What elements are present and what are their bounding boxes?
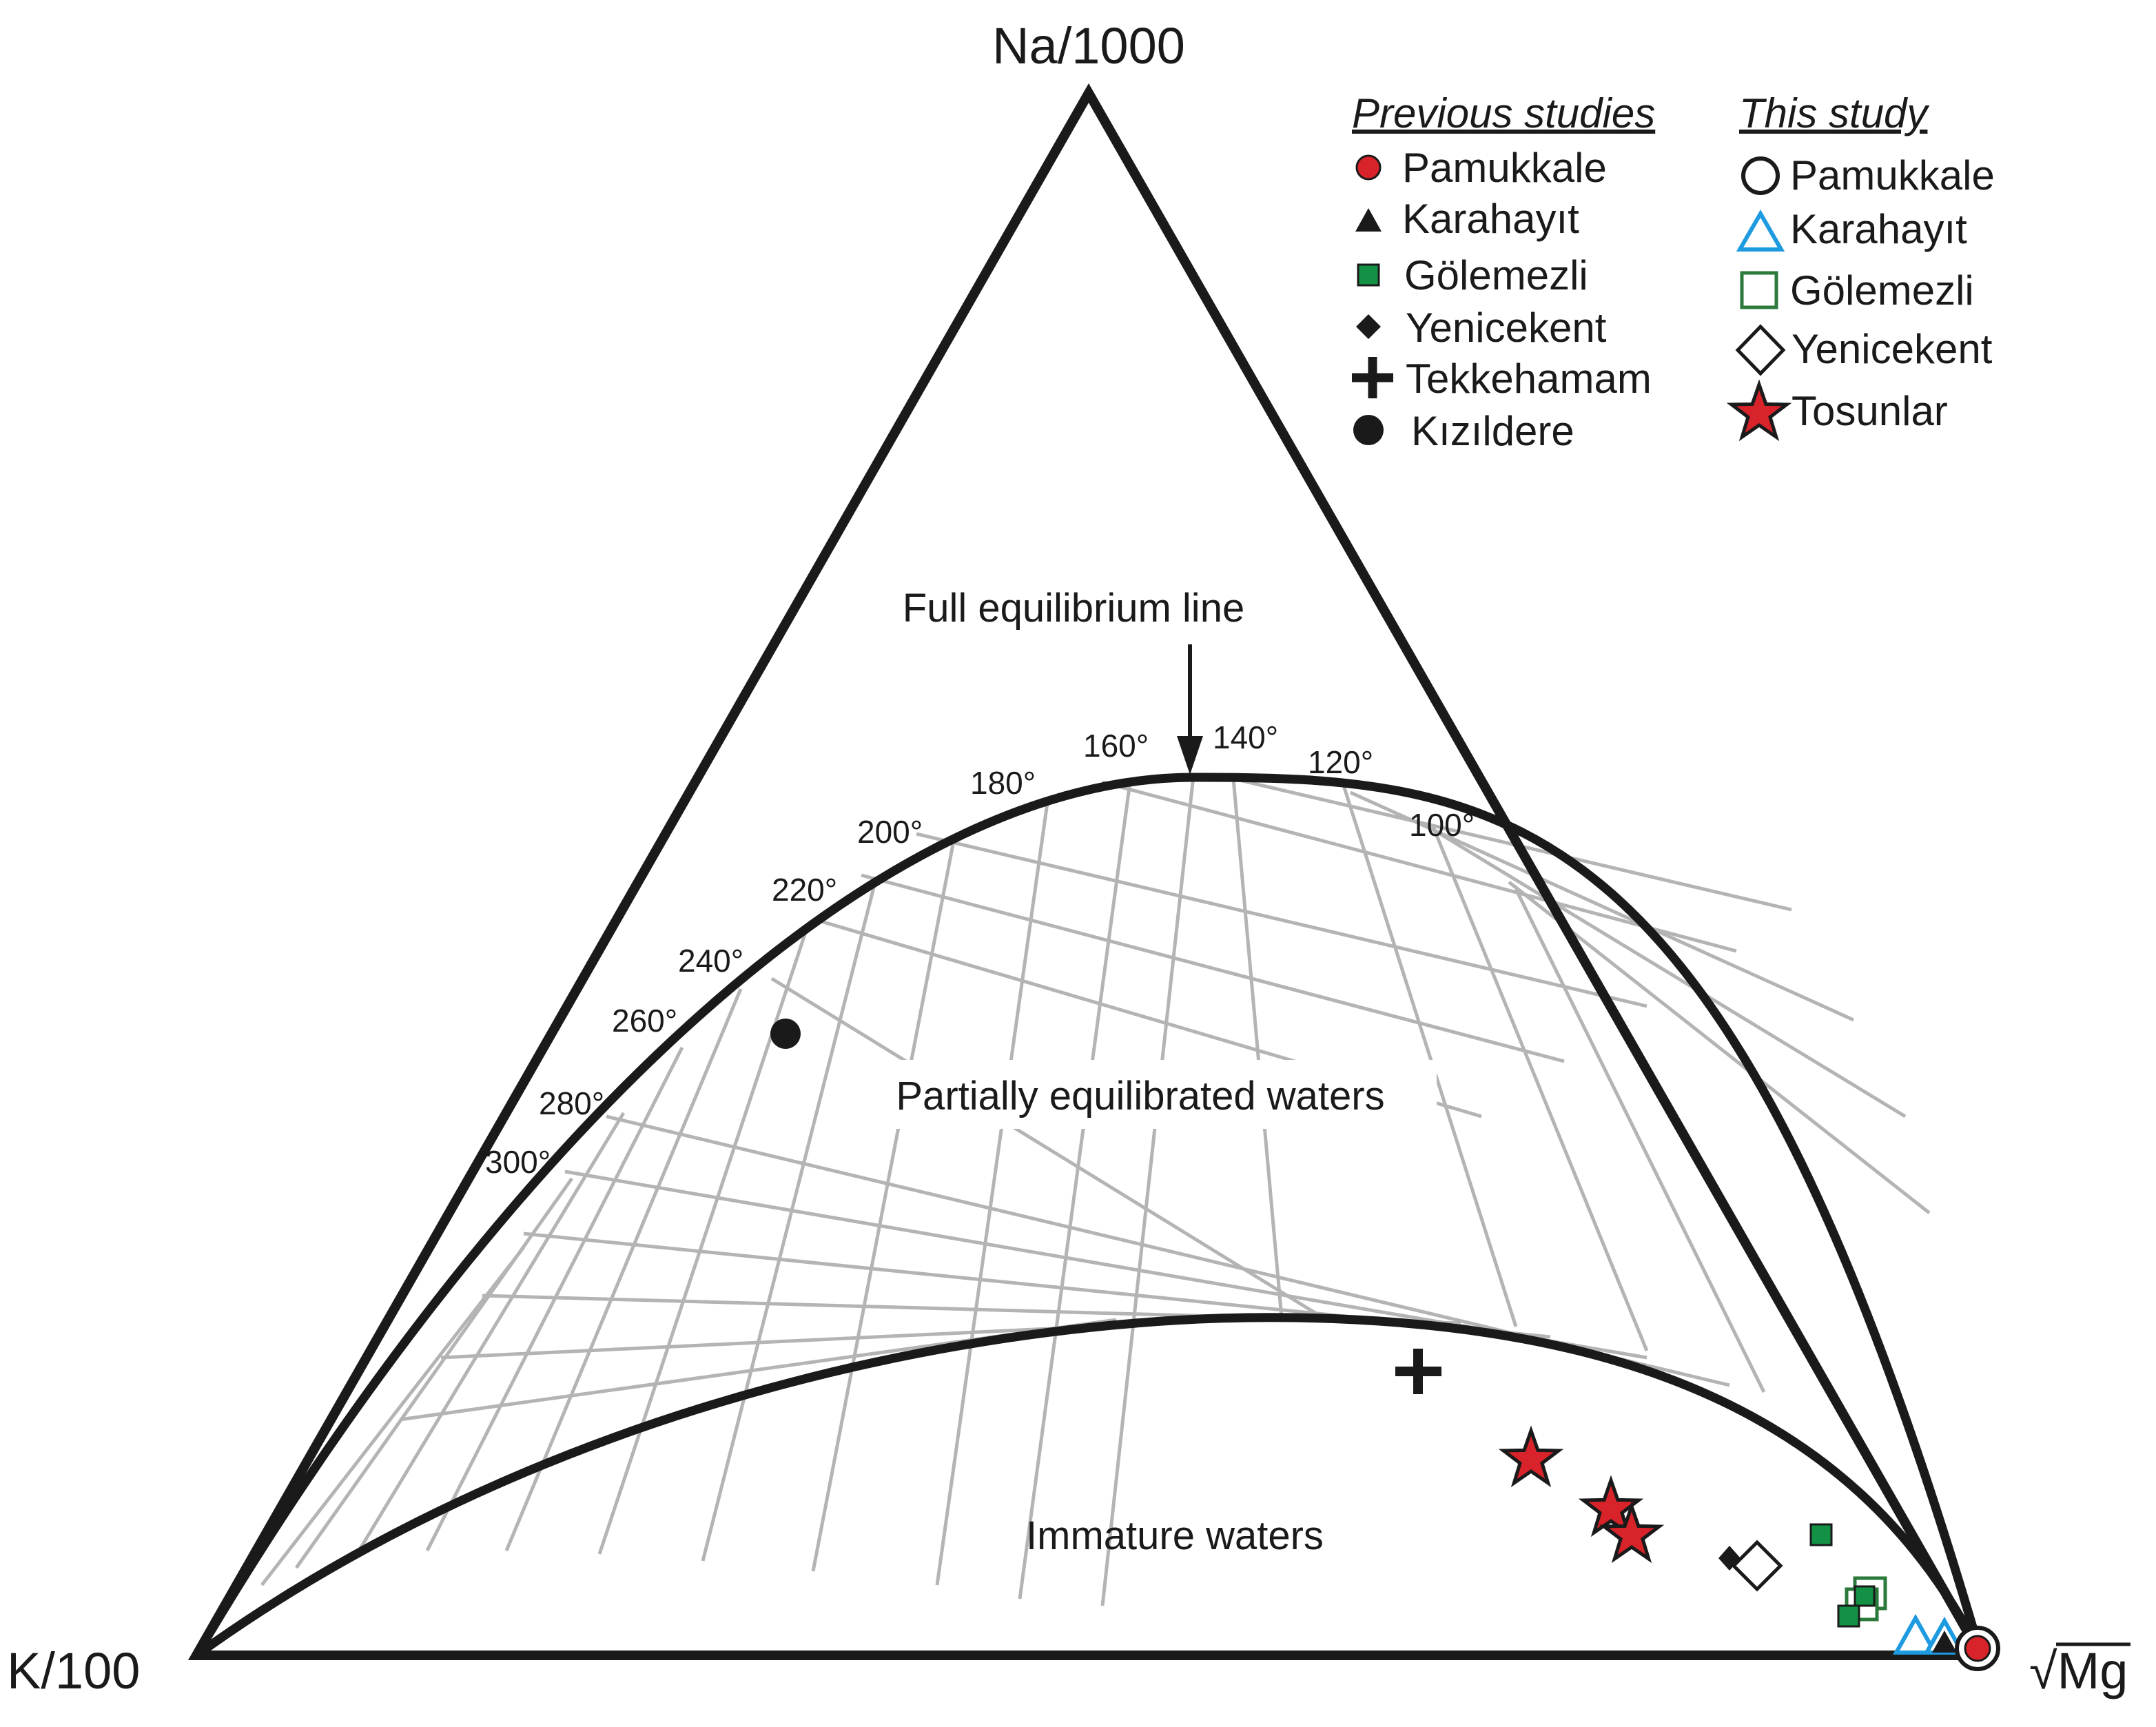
isotherm-grid-line bbox=[504, 988, 743, 1551]
yenicekent-points bbox=[1718, 1540, 1783, 1592]
legend-current-heading: This study bbox=[1739, 90, 1930, 136]
legend-previous-item-label: Kızıldere bbox=[1411, 408, 1574, 454]
temp-120: 120° bbox=[1308, 744, 1373, 780]
karahayit-points bbox=[1892, 1613, 1967, 1655]
isotherm-grid-line bbox=[1100, 775, 1195, 1606]
legend-this-study: This study Pamukkale Karahayıt Gölemezli… bbox=[1726, 90, 1995, 442]
legend-previous-item-label: Yenicekent bbox=[1406, 305, 1607, 351]
kizildere-point bbox=[770, 1019, 801, 1049]
temp-300: 300° bbox=[485, 1144, 551, 1180]
isotherm-grid-line bbox=[1439, 832, 1907, 1118]
axis-label-top: Na/1000 bbox=[992, 17, 1185, 74]
pamukkale-points bbox=[1955, 1626, 2000, 1671]
legend-current-item-label: Yenicekent bbox=[1791, 326, 1993, 372]
legend-tekkehamam-icon bbox=[1352, 357, 1393, 398]
temp-240: 240° bbox=[678, 943, 743, 979]
legend-karahayit-previous-icon bbox=[1355, 208, 1382, 232]
temperature-labels: 100° 120° 140° 160° 180° 200° 220° 240° … bbox=[485, 719, 1475, 1180]
temp-220: 220° bbox=[772, 872, 837, 908]
legend-current-item-label: Karahayıt bbox=[1790, 206, 1967, 252]
partially-label-bg bbox=[844, 1060, 1437, 1129]
legend-current-item-label: Pamukkale bbox=[1790, 152, 1995, 198]
golemezli-previous-point bbox=[1809, 1523, 1833, 1546]
axis-label-right: √Mg bbox=[2029, 1642, 2128, 1699]
isotherm-grid-line bbox=[294, 1177, 574, 1569]
data-points bbox=[770, 1019, 2000, 1671]
legend-pamukkale-this-study-icon bbox=[1741, 156, 1780, 195]
golemezli-points bbox=[1809, 1523, 1887, 1628]
legend-current-item-label: Tosunlar bbox=[1791, 388, 1948, 434]
pamukkale-previous-point bbox=[1964, 1635, 1991, 1662]
yenicekent-this-study-point bbox=[1731, 1540, 1783, 1592]
legend-previous-item-label: Tekkehamam bbox=[1406, 356, 1652, 402]
isotherm-grid-line bbox=[1514, 888, 1766, 1393]
legend-yenicekent-previous-icon bbox=[1356, 314, 1381, 339]
golemezli-previous-point bbox=[1854, 1585, 1876, 1607]
golemezli-previous-point bbox=[1837, 1604, 1860, 1628]
legend-previous-studies: Previous studies Pamukkale Karahayıt Göl… bbox=[1352, 90, 1655, 454]
partially-equilibrated-label: Partially equilibrated waters bbox=[896, 1074, 1384, 1118]
immature-waters-label: Immature waters bbox=[1026, 1513, 1324, 1558]
temp-140: 140° bbox=[1213, 719, 1278, 755]
karahayit-previous-point bbox=[1932, 1631, 1957, 1653]
isotherm-grid-line bbox=[1342, 785, 1518, 1327]
temp-100: 100° bbox=[1409, 807, 1475, 843]
ternary-triangle bbox=[187, 83, 1990, 1660]
legend-karahayit-this-study-icon bbox=[1736, 209, 1785, 252]
full-equilibrium-arrow bbox=[1177, 644, 1203, 775]
temp-200: 200° bbox=[857, 814, 923, 850]
legend-kizildere-icon bbox=[1353, 415, 1384, 445]
isotherm-grid-line bbox=[701, 881, 877, 1562]
karahayit-this-study-point bbox=[1892, 1613, 1939, 1655]
isotherm-grid-line bbox=[935, 802, 1049, 1586]
isotherm-grid-line bbox=[260, 1246, 525, 1586]
isotherm-grid-line bbox=[916, 832, 1647, 1008]
legend-tosunlar-icon bbox=[1726, 379, 1792, 442]
isotherm-grid-line bbox=[1508, 881, 1931, 1214]
legend-previous-item-label: Gölemezli bbox=[1404, 252, 1588, 298]
tosunlar-star bbox=[1578, 1475, 1644, 1537]
legend-previous-item-label: Karahayıt bbox=[1402, 196, 1579, 242]
immature-boundary-curve bbox=[194, 1313, 1985, 1659]
isotherm-grid-line bbox=[770, 977, 1324, 1320]
isotherm-grid-line bbox=[811, 837, 956, 1572]
legend-golemezli-this-study-icon bbox=[1740, 271, 1778, 309]
legend-current-item-label: Gölemezli bbox=[1790, 267, 1974, 314]
legend-golemezli-previous-icon bbox=[1357, 263, 1380, 287]
temp-280: 280° bbox=[539, 1085, 604, 1121]
tosunlar-star bbox=[1498, 1425, 1564, 1488]
isotherm-grid-line bbox=[1231, 778, 1284, 1318]
legend-pamukkale-previous-icon bbox=[1355, 154, 1382, 181]
temp-180: 180° bbox=[970, 765, 1036, 801]
full-equilibrium-curve bbox=[192, 773, 1986, 1658]
isotherm-grid-line bbox=[1431, 826, 1649, 1351]
isotherm-grid-line bbox=[1102, 780, 1737, 953]
full-equilibrium-label: Full equilibrium line bbox=[903, 586, 1244, 631]
tosunlar-points bbox=[1498, 1425, 1665, 1564]
tosunlar-star bbox=[1599, 1501, 1665, 1564]
axis-label-left: K/100 bbox=[7, 1642, 140, 1699]
temp-260: 260° bbox=[612, 1003, 677, 1039]
legend-previous-heading: Previous studies bbox=[1352, 90, 1655, 136]
legend-yenicekent-this-study-icon bbox=[1735, 324, 1786, 376]
tekkehamam-point bbox=[1395, 1349, 1441, 1394]
legend-previous-item-label: Pamukkale bbox=[1402, 145, 1607, 191]
isotherm-grid-line bbox=[1018, 781, 1132, 1600]
isotherm-grid-line bbox=[353, 1112, 626, 1559]
temp-160: 160° bbox=[1083, 728, 1149, 764]
isotherm-grid-line bbox=[861, 873, 1565, 1063]
